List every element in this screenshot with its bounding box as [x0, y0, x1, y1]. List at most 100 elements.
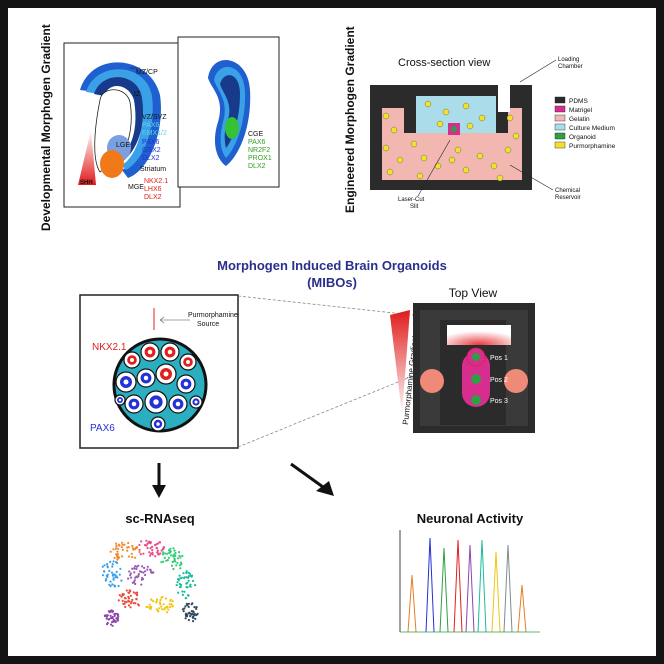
umap-point: [116, 618, 119, 621]
source-label-2: Source: [197, 321, 219, 328]
legend-swatch: [554, 105, 566, 113]
umap-point: [121, 599, 124, 603]
umap-point: [160, 561, 163, 564]
purmorphamine-dot: [478, 114, 486, 122]
umap-point: [151, 551, 154, 554]
umap-point: [106, 566, 109, 569]
umap-point: [138, 570, 142, 573]
umap-point: [162, 603, 165, 606]
purmorphamine-dot: [436, 120, 444, 128]
umap-point: [155, 598, 159, 601]
umap-point: [173, 558, 176, 561]
umap-point: [134, 556, 137, 559]
umap-point: [121, 541, 124, 544]
umap-point: [129, 594, 132, 597]
umap-point: [109, 623, 113, 626]
umap-point: [142, 552, 145, 555]
umap-point: [186, 594, 190, 597]
umap-point: [170, 554, 173, 557]
umap-point: [190, 574, 194, 577]
umap-point: [194, 617, 197, 621]
pos2-label: Pos 2: [490, 377, 508, 384]
purmorphamine-dot: [512, 132, 520, 140]
umap-point: [115, 542, 118, 545]
arrow-to-scrna: [152, 463, 166, 498]
umap-point: [196, 612, 199, 616]
purmorphamine-dot: [454, 146, 462, 154]
vz-gene-2: EMX1/2: [142, 130, 167, 137]
umap-point: [193, 606, 196, 609]
umap-point: [109, 580, 112, 583]
umap-point: [126, 549, 129, 552]
pos3-organoid: [471, 395, 481, 405]
umap-point: [121, 548, 124, 551]
umap-point: [105, 617, 108, 620]
mibos-title-line2: (MIBOs): [307, 275, 357, 290]
umap-point: [195, 607, 198, 611]
umap-point: [173, 549, 176, 552]
purmorphamine-dot: [416, 172, 424, 180]
umap-point: [175, 564, 178, 567]
umap-point: [133, 567, 136, 570]
umap-point: [152, 600, 155, 603]
umap-point: [110, 571, 114, 574]
umap-point: [111, 616, 114, 619]
legend-swatch: [554, 141, 566, 149]
cge-cortex-inner: [220, 75, 240, 148]
umap-point: [129, 606, 132, 609]
rosette-lumen: [123, 379, 129, 385]
umap-point: [135, 567, 138, 571]
umap-point: [101, 574, 105, 577]
umap-point: [185, 585, 188, 589]
umap-point: [168, 603, 171, 606]
umap-point: [109, 614, 112, 617]
umap-point: [151, 553, 154, 556]
umap-point: [181, 593, 184, 597]
umap-point: [167, 608, 170, 611]
umap-point: [146, 568, 149, 571]
rosette-lumen: [156, 422, 160, 426]
umap-point: [195, 606, 198, 609]
umap-point: [118, 573, 121, 576]
umap-point: [122, 602, 125, 606]
umap-point: [169, 605, 172, 609]
umap-point: [117, 599, 120, 602]
umap-point: [154, 555, 157, 558]
umap-point: [160, 605, 163, 608]
legend-label: Organoid: [569, 134, 596, 141]
umap-point: [105, 623, 109, 626]
umap-point: [184, 605, 187, 608]
umap-point: [121, 555, 124, 558]
purmorphamine-dot: [390, 126, 398, 134]
umap-point: [115, 570, 118, 574]
umap-point: [117, 584, 120, 588]
umap-point: [183, 607, 186, 610]
organoid-cross: [451, 126, 457, 132]
umap-point: [145, 605, 148, 609]
umap-plot: [101, 539, 199, 627]
umap-point: [187, 602, 190, 605]
umap-point: [103, 564, 106, 567]
umap-point: [156, 542, 159, 545]
umap-point: [113, 614, 116, 618]
slit-label-2: Slit: [410, 204, 419, 210]
umap-point: [111, 624, 114, 627]
umap-point: [184, 612, 188, 615]
umap-point: [156, 609, 159, 612]
umap-point: [109, 560, 112, 564]
rosette-lumen: [186, 360, 190, 364]
rosette-lumen: [163, 371, 169, 377]
umap-point: [121, 543, 124, 546]
umap-point: [111, 573, 114, 577]
umap-point: [179, 577, 182, 580]
umap-point: [120, 579, 123, 582]
umap-point: [118, 556, 121, 559]
umap-point: [187, 612, 190, 615]
purmorphamine-dot: [420, 154, 428, 162]
topview-device: [413, 303, 535, 433]
umap-point: [167, 556, 170, 559]
purmorphamine-dot: [496, 174, 504, 182]
umap-point: [174, 560, 177, 563]
umap-point: [162, 546, 165, 549]
umap-point: [159, 598, 162, 602]
